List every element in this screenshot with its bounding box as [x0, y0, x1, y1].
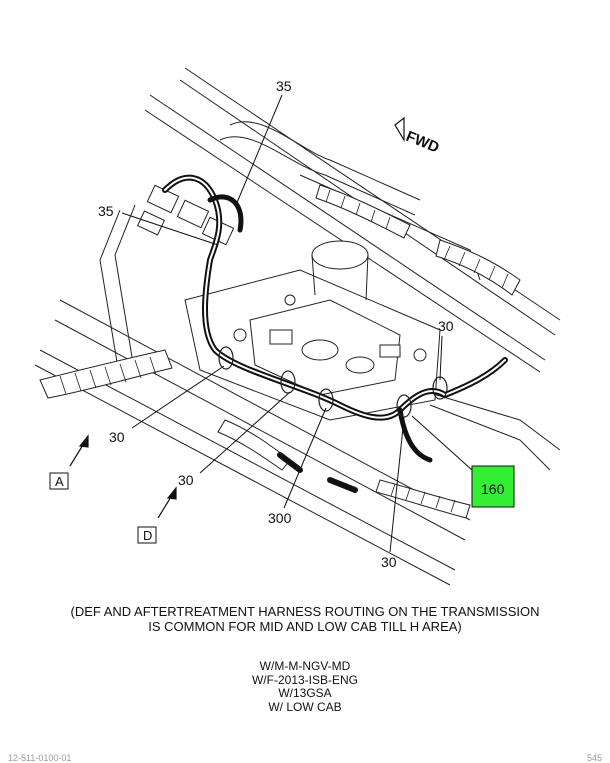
fwd-arrow-icon [394, 116, 405, 143]
leader-lines [121, 94, 473, 553]
callout-30-mid: 30 [178, 472, 194, 488]
callout-30-left: 30 [109, 429, 125, 445]
routing-caption: (DEF AND AFTERTREATMENT HARNESS ROUTING … [0, 604, 610, 634]
callout-160-box [471, 465, 515, 508]
callout-35-top: 35 [276, 78, 292, 94]
harness-clips [218, 346, 448, 418]
view-label-a: A [49, 472, 69, 490]
fwd-label: FWD [404, 128, 442, 157]
condition-1: W/M-M-NGV-MD [259, 659, 351, 673]
callout-30-right-top: 30 [438, 318, 454, 334]
harness-ribs [59, 189, 509, 513]
view-label-a-text: A [55, 474, 64, 489]
callout-300: 300 [268, 510, 292, 526]
view-arrows [69, 434, 177, 519]
condition-4: W/ LOW CAB [268, 699, 342, 714]
fwd-indicator: FWD [394, 116, 442, 157]
footer-page-number: 545 [586, 753, 602, 763]
def-harness-route [162, 174, 508, 493]
applicability-conditions: W/M-M-NGV-MD W/F-2013-ISB-ENG W/13GSA W/… [0, 659, 610, 714]
view-label-d-text: D [143, 528, 152, 543]
callout-160: 160 [481, 481, 505, 497]
callout-160-highlight[interactable]: 160 [471, 465, 515, 508]
callout-35-left: 35 [98, 203, 114, 219]
footer-doc-number: 12-511-0100-01 [8, 753, 72, 763]
caption-line-2: IS COMMON FOR MID AND LOW CAB TILL H ARE… [148, 619, 462, 634]
transmission [184, 240, 441, 421]
view-label-d: D [137, 526, 157, 544]
harness-routing-diagram: FWD 35 35 30 30 30 300 30 160 A D [34, 67, 561, 586]
condition-3: W/13GSA [278, 686, 332, 700]
caption-line-1: (DEF AND AFTERTREATMENT HARNESS ROUTING … [70, 604, 540, 619]
condition-2: W/F-2013-ISB-ENG [251, 672, 359, 687]
callout-30-bottom: 30 [381, 554, 397, 570]
